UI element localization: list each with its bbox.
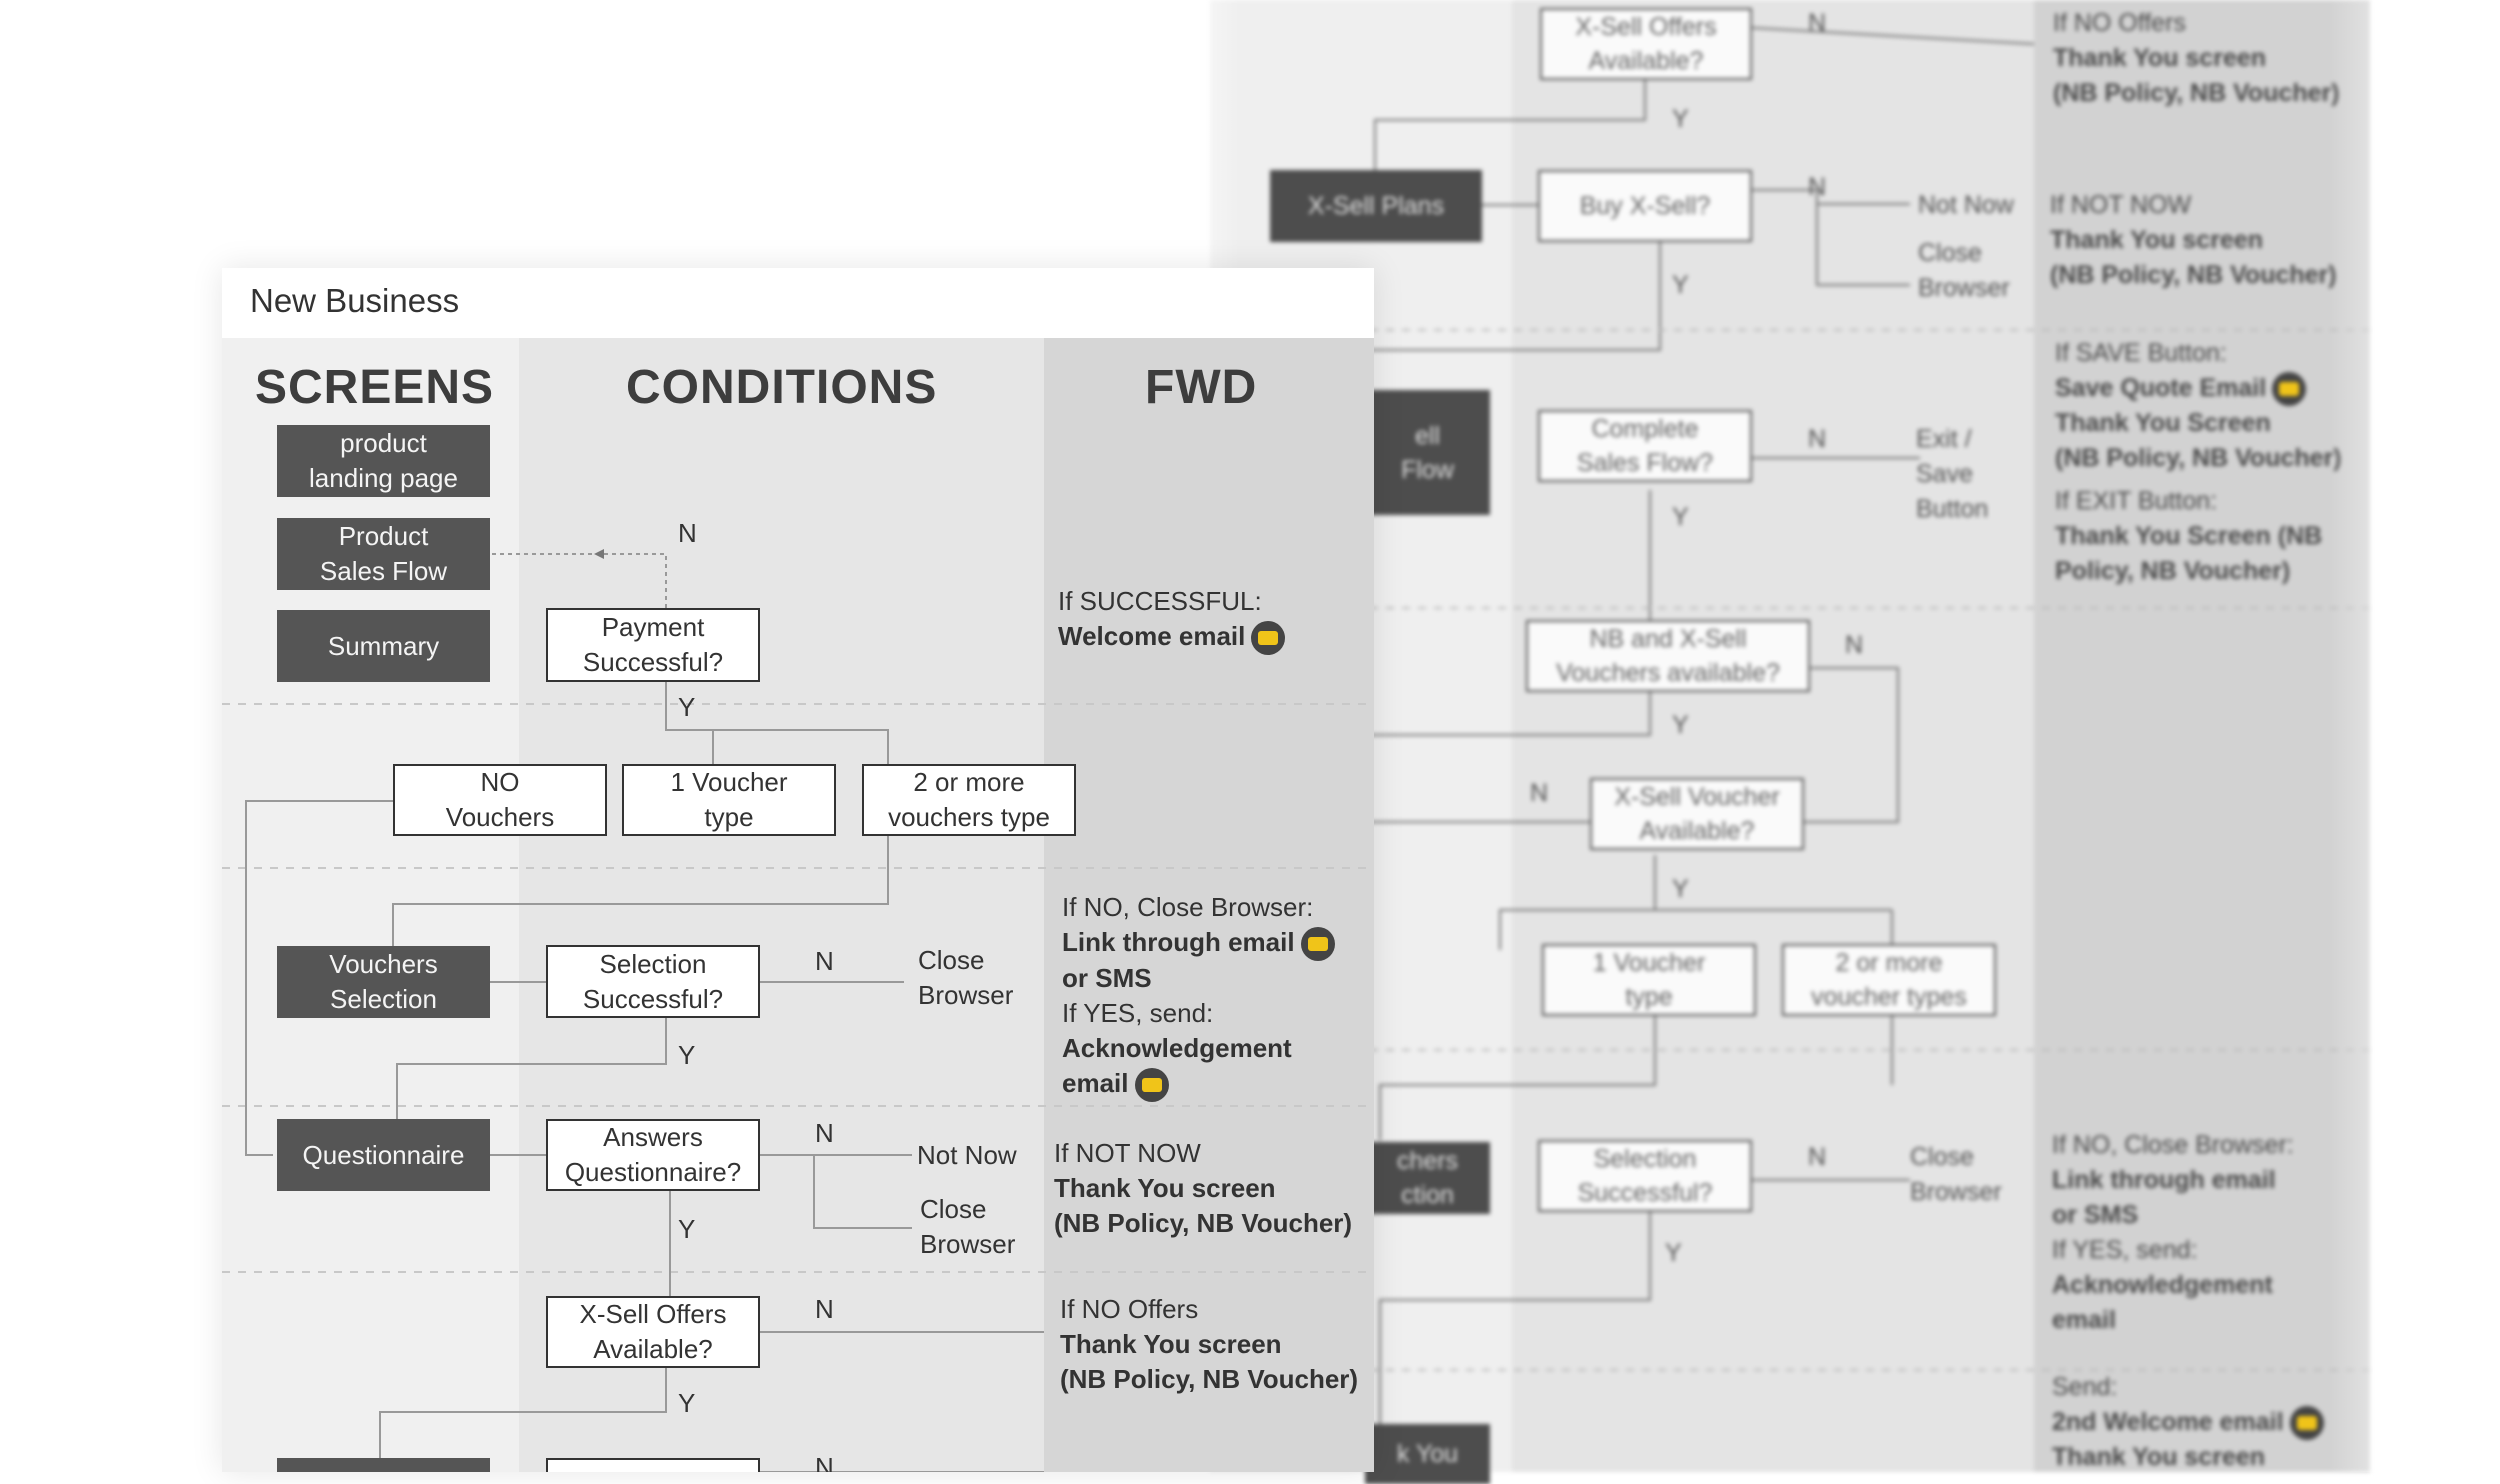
bg-edge-n: N [1808,425,1827,453]
condition-next [546,1458,760,1472]
panel-title: New Business [250,282,460,319]
edge-label-bottom-n: N [815,1452,834,1472]
fwd-selection: If NO, Close Browser: Link through email… [1062,890,1335,1103]
conditions-header: CONDITIONS [626,361,938,414]
option-close-browser: Close Browser [918,945,1014,1010]
bg-edge-n: N [1808,9,1827,37]
bg-two-vouchers-box: 2 or more voucher types [1782,944,1996,1016]
option-not-now: Not Now [917,1140,1017,1170]
bg-edge-n: N [1530,779,1549,807]
bg-buy-xsell-box: Buy X-Sell? [1538,170,1752,242]
condition-one-voucher-type: 1 Voucher type [622,764,836,836]
screen-product-landing-page[interactable]: product landing page [277,425,490,497]
bg-edge-n: N [1845,631,1864,659]
bg-option-not-now: Not Now [1918,191,2014,219]
edge-label-payment-y: Y [678,692,696,722]
condition-selection-successful: Selection Successful? [546,945,760,1018]
condition-two-or-more-vouchers: 2 or more vouchers type [862,764,1076,836]
edge-label-answers-n: N [815,1118,834,1148]
email-icon [2289,1406,2324,1441]
screen-vouchers-selection[interactable]: Vouchers Selection [277,946,490,1018]
edge-label-xsell-y: Y [678,1388,696,1418]
bg-fwd-xsell-offers: If NO Offers Thank You screen (NB Policy… [2053,9,2340,107]
bg-nb-xsell-vouchers-box: NB and X-Sell Vouchers available? [1526,620,1810,692]
background-flowchart-sheet: X-Sell Offers Available? N Y If NO Offer… [1210,0,2370,1484]
bg-option-close-browser: Close Browser [1910,1143,2002,1206]
bg-screen-vouchers-selection: chers ction [1365,1142,1490,1214]
bg-fade-right [2330,0,2500,1472]
bg-xsell-offers-box: X-Sell Offers Available? [1540,8,1752,80]
condition-payment-successful: Payment Successful? [546,608,760,682]
fwd-column [1044,338,1374,1472]
bg-xsell-voucher-available-box: X-Sell Voucher Available? [1590,778,1804,850]
new-business-panel: New Business SCREENS CONDITIONS FWD [222,268,1374,1472]
bg-connector-lines [1210,21,2370,1440]
bg-edge-y: Y [1672,105,1689,133]
fwd-answers: If NOT NOW Thank You screen (NB Policy, … [1054,1138,1353,1238]
bg-fwd-complete-sales-flow: If SAVE Button: Save Quote Email Thank Y… [2055,339,2342,586]
screen-summary[interactable]: Summary [277,610,490,682]
bg-fwd-selection: If NO, Close Browser: Link through email… [2052,1131,2294,1334]
screen-product-sales-flow[interactable]: Product Sales Flow [277,518,490,590]
bg-edge-n: N [1808,173,1827,201]
bg-fwd-column [2034,0,2370,1472]
fwd-xsell: If NO Offers Thank You screen (NB Policy… [1060,1294,1359,1394]
edge-label-xsell-n: N [815,1294,834,1324]
bg-screen-thank-you: k You [1365,1424,1490,1484]
edge-label-answers-y: Y [678,1214,696,1244]
fwd-header: FWD [1145,361,1258,414]
bg-edge-y: Y [1665,1239,1682,1267]
email-icon [1134,1068,1169,1103]
bg-one-voucher-box: 1 Voucher type [1542,944,1756,1016]
edge-label-selection-y: Y [678,1040,696,1070]
bg-edge-y: Y [1672,711,1689,739]
option-close-browser: Close Browser [920,1194,1016,1259]
bg-edge-y: Y [1672,271,1689,299]
bg-edge-y: Y [1672,503,1689,531]
edge-label-selection-n: N [815,946,834,976]
bg-option-close-browser: Close Browser [1918,239,2010,302]
screen-questionnaire[interactable]: Questionnaire [277,1119,490,1191]
bg-edge-n: N [1808,1143,1827,1171]
edge-label-payment-n: N [678,518,697,548]
bg-fwd-buy-xsell: If NOT NOW Thank You screen (NB Policy, … [2050,191,2337,289]
condition-xsell-offers-available: X-Sell Offers Available? [546,1296,760,1368]
bg-fwd-thank-you: Send: 2nd Welcome email Thank You screen [2052,1370,2324,1475]
bg-screen-xsell-plans: X-Sell Plans [1270,170,1482,242]
screens-header: SCREENS [255,361,495,414]
email-icon [1300,927,1335,962]
condition-answers-questionnaire: Answers Questionnaire? [546,1119,760,1191]
condition-no-vouchers: NO Vouchers [393,764,607,836]
fwd-payment: If SUCCESSFUL: Welcome email [1058,584,1286,656]
bg-complete-sales-flow-box: Complete Sales Flow? [1538,410,1752,482]
bg-option-exit-save: Exit / Save Button [1916,425,1989,523]
screen-next[interactable] [277,1458,490,1472]
bg-selection-box: Selection Successful? [1538,1140,1752,1212]
bg-screen-sales-flow: ell Flow [1365,390,1490,515]
connector-lines [222,549,1374,1472]
email-icon [2272,372,2307,407]
bg-edge-y: Y [1672,875,1689,903]
email-icon [1251,621,1286,656]
